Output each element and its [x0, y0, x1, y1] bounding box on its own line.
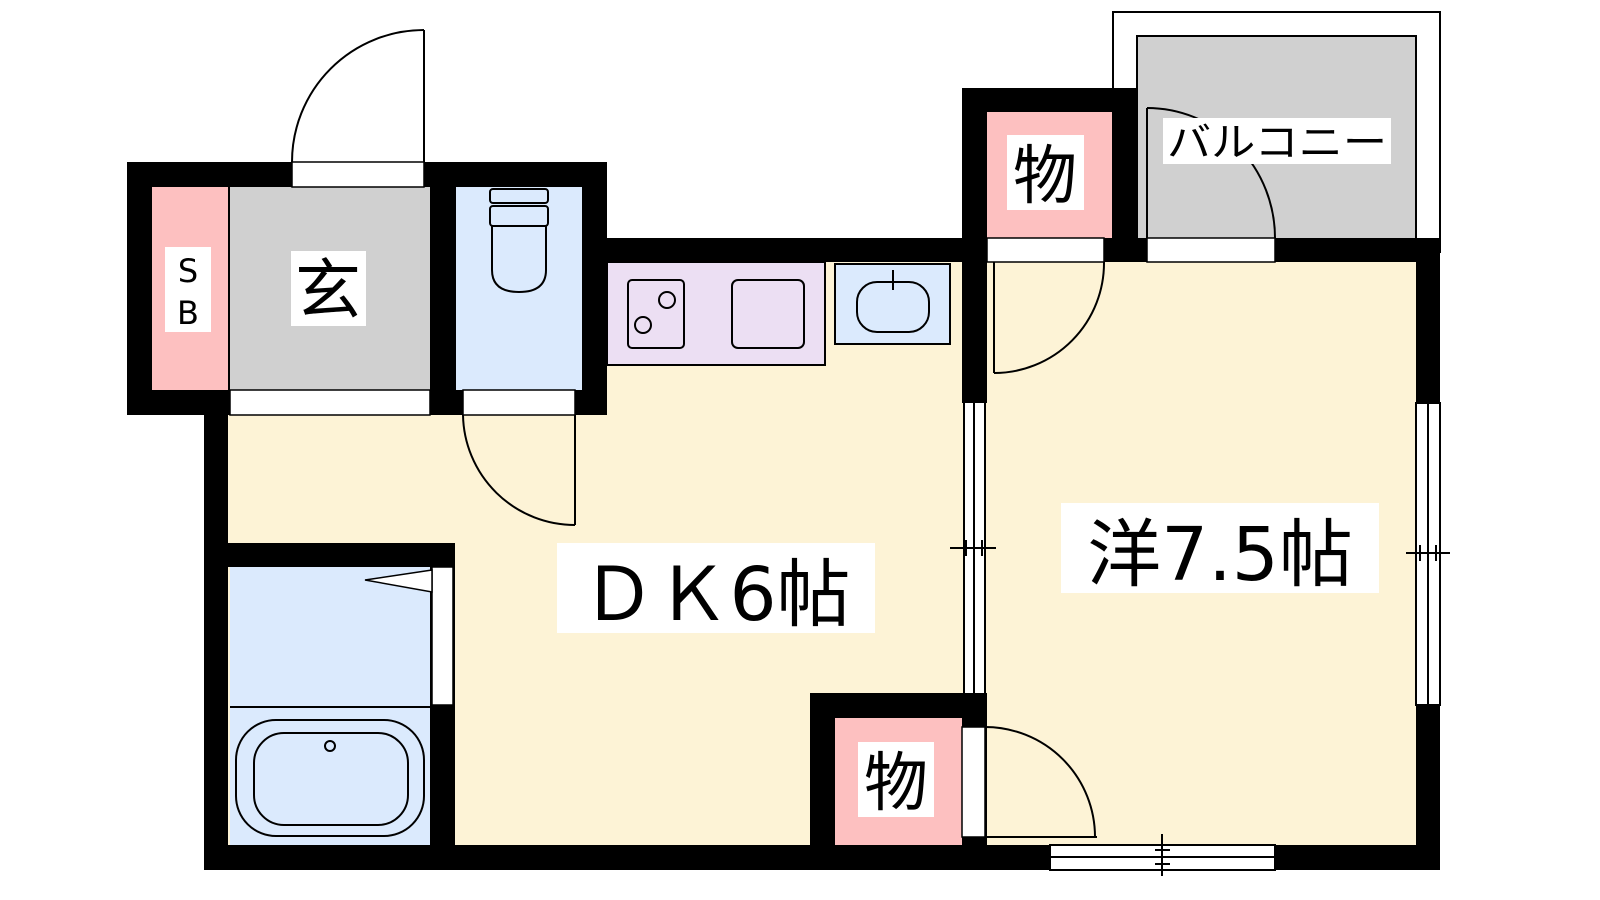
shoe-box-label-b: B — [177, 294, 199, 332]
bathroom — [204, 543, 455, 847]
balcony-label: バルコニー — [1167, 120, 1387, 166]
bathtub-icon — [235, 719, 425, 837]
storage-bottom-door[interactable] — [961, 726, 1097, 838]
wall — [1416, 238, 1440, 403]
window-right — [1406, 402, 1450, 706]
sink-icon — [834, 263, 951, 345]
dk-label: ＤＫ6帖 — [581, 552, 850, 638]
front-door[interactable] — [291, 29, 425, 188]
wall — [607, 238, 987, 262]
wall — [1416, 705, 1440, 870]
western-room-label: 洋7.5帖 — [1087, 512, 1353, 598]
kitchen-counter — [606, 261, 826, 366]
toilet-door[interactable] — [462, 389, 576, 526]
storage-top-label: 物 — [1013, 140, 1077, 214]
storage-top-door[interactable] — [986, 237, 1106, 374]
entrance-label: 玄 — [295, 252, 361, 329]
wall — [204, 415, 228, 870]
shoe-box-label-s: S — [178, 252, 198, 290]
sliding-door[interactable] — [950, 403, 996, 693]
balcony-door[interactable] — [1146, 107, 1276, 263]
stove-icon — [634, 291, 676, 334]
storage-bottom-label: 物 — [864, 747, 928, 821]
toilet-icon — [489, 188, 549, 294]
window-bottom — [1049, 834, 1276, 876]
